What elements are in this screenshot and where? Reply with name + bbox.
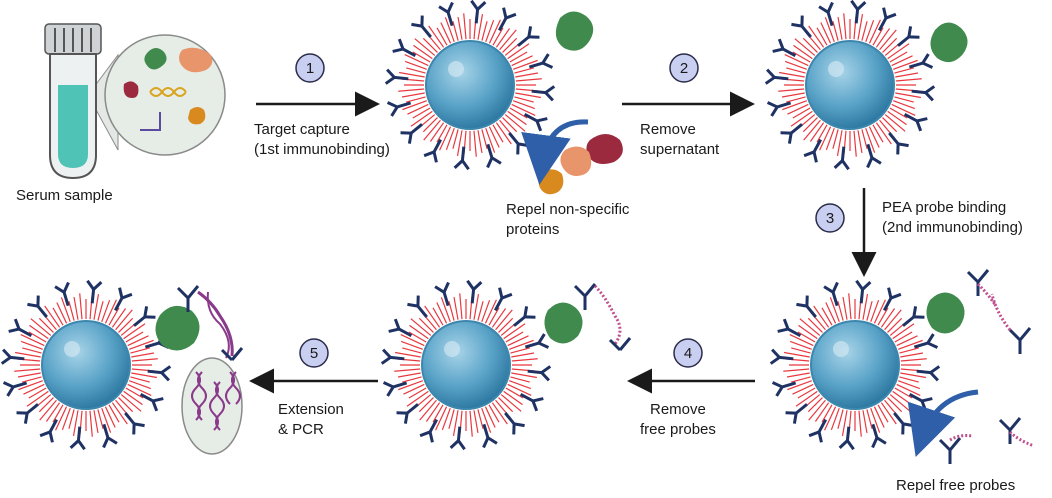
repel-nonspecific-line2: proteins <box>506 221 559 238</box>
zoom-red-protein <box>123 81 139 98</box>
step1-label-line1: Target capture <box>254 121 350 138</box>
svg-text:1: 1 <box>306 60 314 77</box>
bead-step5 <box>0 279 172 451</box>
polymer-brush <box>398 13 542 157</box>
svg-text:5: 5 <box>310 345 318 362</box>
bound-probes-step4 <box>573 283 632 352</box>
target-protein-3 <box>926 292 965 334</box>
target-protein-1 <box>555 11 594 51</box>
pcr-products-step5 <box>176 285 244 455</box>
zoom-yellow-protein <box>188 107 206 125</box>
bead-step2 <box>764 0 936 171</box>
repel-nonspecific-line1: Repel non-specific <box>506 201 630 218</box>
target-protein-2 <box>930 22 968 63</box>
zoom-orange-protein <box>179 47 213 73</box>
bead-step3 <box>769 279 941 451</box>
capture-antibodies <box>0 279 172 451</box>
polymer-brush <box>778 13 922 157</box>
magnetic-bead <box>41 320 131 410</box>
magnetic-bead <box>425 40 515 130</box>
repel-arrow-2 <box>907 389 979 457</box>
serum-sample-illustration: Serum sample <box>16 23 226 204</box>
pcr-tube-circle <box>181 357 243 455</box>
target-protein-4 <box>544 302 583 344</box>
step5-label-line1: Extension <box>278 401 344 418</box>
svg-text:3: 3 <box>826 210 834 227</box>
polymer-brush <box>14 293 158 437</box>
svg-text:2: 2 <box>680 60 688 77</box>
step-badge-3: 3 <box>815 203 845 233</box>
serum-liquid <box>58 85 88 168</box>
step5-label-line2: & PCR <box>278 421 324 438</box>
step3-label-line2: (2nd immunobinding) <box>882 219 1023 236</box>
step4-label-line1: Remove <box>650 401 706 418</box>
zoom-green-protein <box>144 48 167 70</box>
step3-label-line1: PEA probe binding <box>882 199 1006 216</box>
free-probes-step3 <box>907 269 1035 464</box>
nonspecific-proteins <box>521 119 623 195</box>
svg-text:4: 4 <box>684 345 692 362</box>
step-badge-2: 2 <box>669 53 699 83</box>
step1-label-line2: (1st immunobinding) <box>254 141 390 158</box>
step4-label-line2: free probes <box>640 421 716 438</box>
capture-antibodies <box>384 0 556 171</box>
repel-arrow-1 <box>521 119 589 185</box>
zoom-dna <box>149 87 187 97</box>
step2-label-line1: Remove <box>640 121 696 138</box>
zoom-probe <box>140 112 161 131</box>
magnetic-bead <box>421 320 511 410</box>
target-protein-5 <box>155 305 200 351</box>
bead-step4 <box>380 279 552 451</box>
capture-antibodies <box>769 279 941 451</box>
repel-free-probes-label: Repel free probes <box>896 477 1015 494</box>
step-badge-1: 1 <box>295 53 325 83</box>
step2-label-line2: supernatant <box>640 141 720 158</box>
step-badge-5: 5 <box>299 338 329 368</box>
bead-step1 <box>384 0 556 171</box>
magnetic-bead <box>805 40 895 130</box>
capture-antibodies <box>764 0 936 171</box>
step-badge-4: 4 <box>673 338 703 368</box>
magnetic-bead <box>810 320 900 410</box>
capture-antibodies <box>380 279 552 451</box>
serum-sample-label: Serum sample <box>16 187 113 204</box>
